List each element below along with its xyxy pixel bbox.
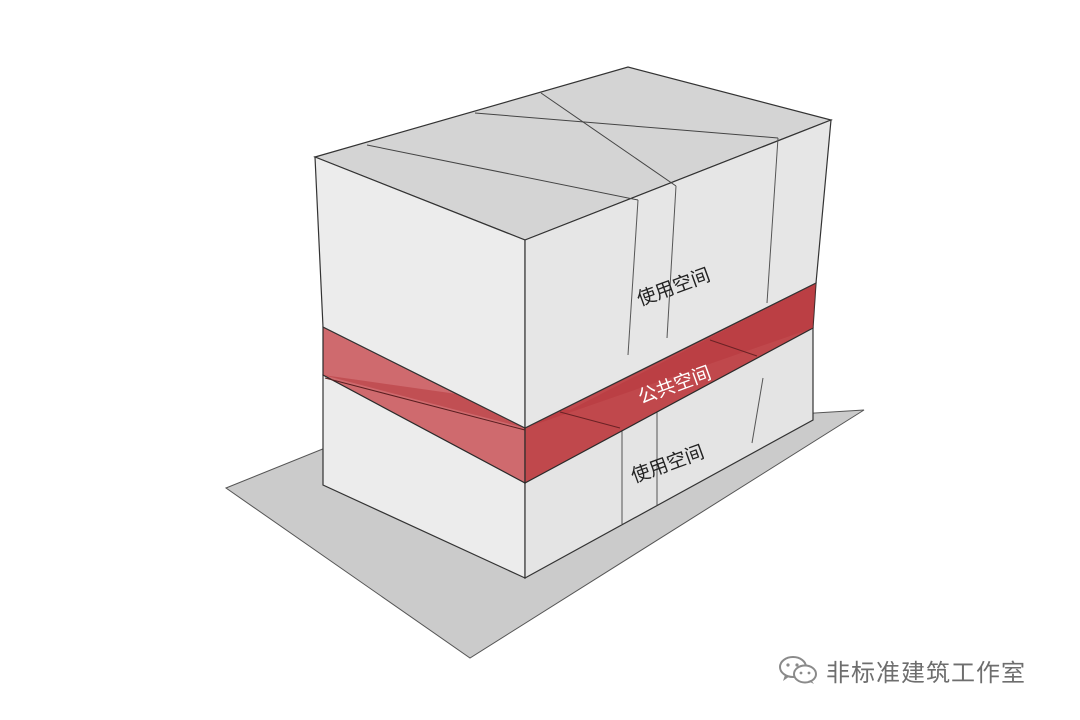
public-band-edge bbox=[324, 377, 526, 431]
public-space-band bbox=[322, 281, 817, 485]
upper-block-side-face bbox=[524, 119, 832, 429]
roof-division-line bbox=[540, 92, 677, 187]
watermark-text: 非标准建筑工作室 bbox=[826, 658, 1026, 687]
roof-division-line bbox=[474, 112, 779, 139]
lower-block-partition bbox=[751, 377, 764, 444]
watermark: 非标准建筑工作室 bbox=[778, 652, 1026, 688]
upper-block bbox=[313, 66, 833, 429]
upper-block-partition bbox=[627, 199, 639, 356]
wechat-icon bbox=[779, 656, 817, 684]
public-band-partition bbox=[709, 339, 758, 357]
roof-division-line bbox=[366, 144, 639, 201]
public-band-inner-floor bbox=[323, 283, 816, 428]
public-band-partition bbox=[559, 411, 621, 429]
upper-block-partition bbox=[766, 137, 779, 304]
upper-block-partition bbox=[666, 185, 677, 339]
